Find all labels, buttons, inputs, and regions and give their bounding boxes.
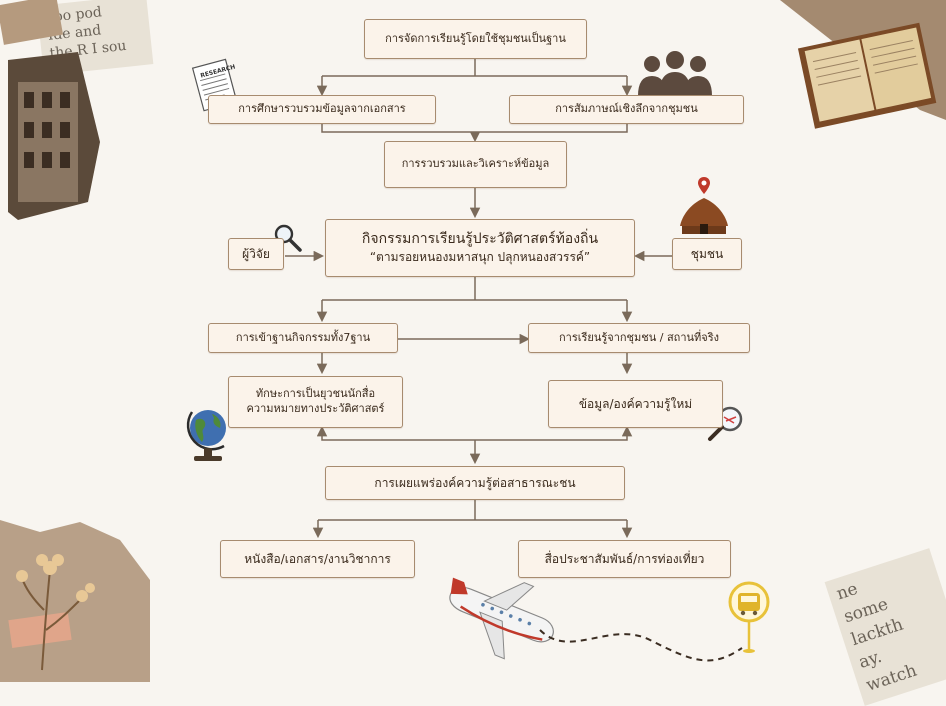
node-in-depth-interview: การสัมภาษณ์เชิงลึกจากชุมชน <box>509 95 744 124</box>
node-label: การรวบรวมและวิเคราะห์ข้อมูล <box>401 157 550 171</box>
node-label: การเข้าฐานกิจกรรมทั้ง7ฐาน <box>235 330 371 344</box>
node-community-based-learning: การจัดการเรียนรู้โดยใช้ชุมชนเป็นฐาน <box>364 19 587 59</box>
node-seven-stations: การเข้าฐานกิจกรรมทั้ง7ฐาน <box>208 323 398 353</box>
node-label-line1: ทักษะการเป็นยุวชนนักสื่อ <box>255 387 376 401</box>
node-label: การเรียนรู้จากชุมชน / สถานที่จริง <box>558 330 719 344</box>
node-label: การสัมภาษณ์เชิงลึกจากชุมชน <box>555 102 698 116</box>
open-book-photo-image <box>780 0 946 129</box>
node-label: ชุมชน <box>690 246 724 261</box>
node-document-research: การศึกษารวบรวมข้อมูลจากเอกสาร <box>208 95 436 124</box>
node-new-knowledge: ข้อมูล/องค์ความรู้ใหม่ <box>548 380 723 428</box>
node-learning-from-real-places: การเรียนรู้จากชุมชน / สถานที่จริง <box>528 323 750 353</box>
node-public-dissemination: การเผยแพร่องค์ความรู้ต่อสาธารณะชน <box>325 466 625 500</box>
node-local-history-activity: กิจกรรมการเรียนรู้ประวัติศาสตร์ท้องถิ่น … <box>325 219 635 277</box>
node-data-analysis: การรวบรวมและวิเคราะห์ข้อมูล <box>384 141 567 188</box>
node-youth-media-skills: ทักษะการเป็นยุวชนนักสื่อ ความหมายทางประว… <box>228 376 403 428</box>
globe-icon <box>186 410 226 461</box>
node-label: การจัดการเรียนรู้โดยใช้ชุมชนเป็นฐาน <box>385 31 566 45</box>
dashed-route-path <box>539 629 743 662</box>
flowchart-connectors <box>285 58 672 539</box>
node-label: การเผยแพร่องค์ความรู้ต่อสาธารณะชน <box>374 475 576 490</box>
dried-flowers-image <box>0 520 150 682</box>
node-subtitle: “ตามรอยหนองมหาสนุก ปลุกหนองสวรรค์” <box>369 250 591 265</box>
node-title: กิจกรรมการเรียนรู้ประวัติศาสตร์ท้องถิ่น <box>361 231 599 248</box>
hut-icon <box>680 198 728 234</box>
building-photo-image <box>8 52 100 220</box>
node-books-documents: หนังสือ/เอกสาร/งานวิชาการ <box>220 540 415 578</box>
node-label: ข้อมูล/องค์ความรู้ใหม่ <box>578 396 693 411</box>
location-pin-icon <box>698 177 710 194</box>
node-label: หนังสือ/เอกสาร/งานวิชาการ <box>244 551 391 566</box>
node-label: การศึกษารวบรวมข้อมูลจากเอกสาร <box>238 102 406 116</box>
people-group-icon <box>638 51 712 96</box>
node-community: ชุมชน <box>672 238 742 270</box>
bus-stop-pin-icon <box>728 581 770 653</box>
node-label: สื่อประชาสัมพันธ์/การท่องเที่ยว <box>544 551 705 566</box>
magnifier-search-icon <box>708 406 743 441</box>
airplane-icon <box>449 577 554 660</box>
node-label: ผู้วิจัย <box>242 246 270 261</box>
node-researcher: ผู้วิจัย <box>228 238 284 270</box>
node-label-line2: ความหมายทางประวัติศาสตร์ <box>246 402 385 415</box>
node-media-tourism: สื่อประชาสัมพันธ์/การท่องเที่ยว <box>518 540 731 578</box>
